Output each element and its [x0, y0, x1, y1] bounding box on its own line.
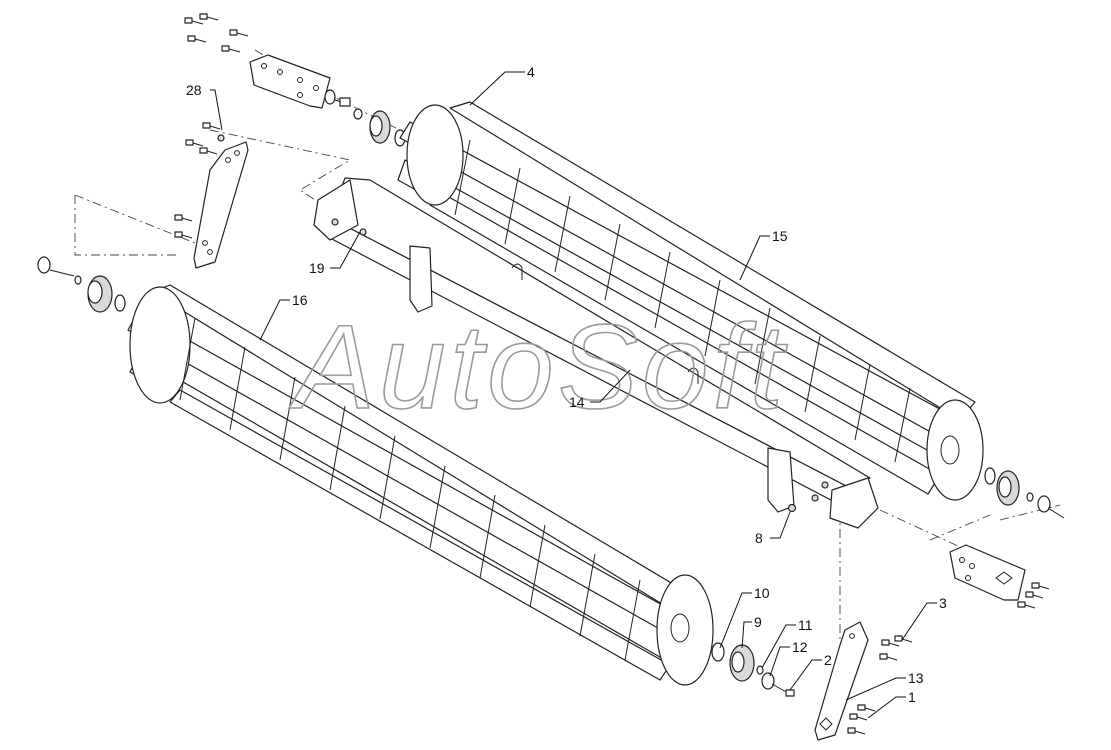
- callout-19: 19: [309, 260, 325, 276]
- lower-cage-roller: [127, 284, 714, 686]
- callout-10: 10: [754, 585, 770, 601]
- callout-15: 15: [772, 228, 788, 244]
- callout-3: 3: [939, 595, 947, 611]
- lower-right-bracket: [814, 621, 913, 741]
- callout-1: 1: [908, 689, 916, 705]
- callout-13: 13: [908, 670, 924, 686]
- callout-11: 11: [798, 617, 813, 633]
- upper-cage-roller: [397, 101, 984, 501]
- callout-labels: 4 28 15 19 16 14 8 3 10 9 11 12 2 13 1: [186, 64, 947, 705]
- top-left-mounting-plate: [249, 54, 331, 109]
- callout-12: 12: [792, 639, 808, 655]
- callout-leaders: [210, 71, 937, 719]
- right-bearing-assembly: [984, 467, 1065, 519]
- callout-9: 9: [754, 614, 762, 630]
- top-left-bolts: [184, 13, 249, 53]
- upper-roller-ribs: [454, 139, 911, 463]
- left-bearing-assembly: [37, 256, 126, 313]
- right-mounting-plate: [949, 544, 1050, 609]
- lower-roller-ribs: [179, 317, 641, 661]
- callout-8: 8: [755, 530, 763, 546]
- callout-4: 4: [527, 64, 535, 80]
- lower-right-bearing-assembly: [711, 642, 795, 697]
- left-vertical-bracket: [174, 122, 249, 269]
- watermark-text: AutoSoft: [289, 300, 788, 434]
- callout-14: 14: [569, 394, 585, 410]
- callout-16: 16: [292, 292, 308, 308]
- callout-28: 28: [186, 82, 202, 98]
- callout-2: 2: [824, 652, 832, 668]
- frame-beam: [313, 177, 879, 529]
